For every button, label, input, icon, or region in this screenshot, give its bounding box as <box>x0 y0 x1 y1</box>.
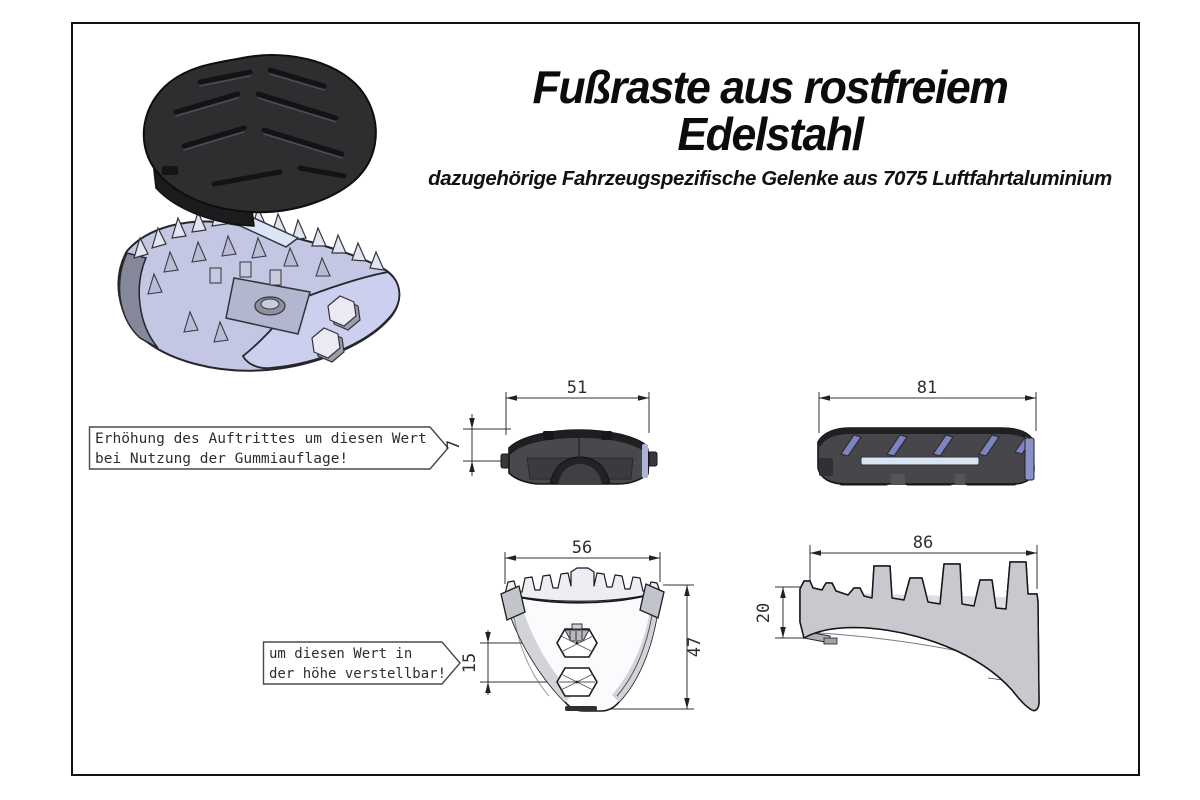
dim-7 <box>463 414 511 476</box>
callout2-line2: der höhe verstellbar! <box>269 666 446 682</box>
rubber-pad-3d <box>142 54 377 227</box>
dim-15-value: 15 <box>460 653 480 673</box>
peg-foot-bar <box>565 706 597 711</box>
exploded-3d-view <box>117 54 401 372</box>
callout1-line1: Erhöhung des Auftrittes um diesen Wert <box>95 431 427 447</box>
dim-56-value: 56 <box>572 538 592 558</box>
upper-hex-hole <box>556 623 598 658</box>
title-block: Fußraste aus rostfreiem Edelstahl dazuge… <box>420 64 1120 191</box>
peg-side-drawing <box>799 561 1040 712</box>
peg-front-view: 56 47 15 <box>460 538 705 712</box>
pad-side-drawing <box>500 429 658 485</box>
callout-rubber-pad: Erhöhung des Auftrittes um diesen Wert b… <box>88 426 449 470</box>
peg-corner-block-left <box>500 585 526 621</box>
pad-lavender-edge <box>642 444 648 478</box>
peg-spikes-inner <box>147 234 331 343</box>
metal-peg-3d <box>117 202 401 372</box>
page-title-line1: Fußraste aus rostfreiem <box>532 61 1009 113</box>
lower-hex-hole <box>556 667 598 697</box>
pad-long-drawing <box>817 427 1035 486</box>
peg-posts <box>209 261 282 286</box>
page-title-line2: Edelstahl <box>677 107 864 160</box>
pad-blue-bar <box>860 456 980 466</box>
dim-47-value: 47 <box>685 637 705 657</box>
dim-20-value: 20 <box>754 603 774 623</box>
dim-86 <box>809 545 1038 589</box>
dim-47 <box>605 584 694 710</box>
dim-86-value: 86 <box>913 533 933 553</box>
callout-height-adjust: um diesen Wert in der höhe verstellbar! <box>262 641 461 685</box>
peg-side-view: 86 20 <box>754 533 1040 712</box>
dim-56 <box>504 552 661 584</box>
callout1-line2: bei Nutzung der Gummiauflage! <box>95 451 348 467</box>
pad-clip <box>162 166 178 175</box>
dim-7-value: 7 <box>444 440 464 450</box>
pad-purple-stripes <box>840 434 1033 457</box>
pad-lavender-endcap <box>1024 437 1035 481</box>
rubber-pad-side-view: 51 7 <box>444 378 658 485</box>
rubber-pad-long-view: 81 <box>817 378 1037 486</box>
pad-tread-grooves <box>173 67 347 187</box>
peg-teeth-row <box>504 567 661 602</box>
callout2-line1: um diesen Wert in <box>269 646 412 662</box>
peg-front-drawing <box>500 567 665 712</box>
peg-corner-block-right <box>639 583 665 619</box>
dim-51-value: 51 <box>567 378 587 398</box>
page-subtitle: dazugehörige Fahrzeugspezifische Gelenke… <box>428 166 1112 190</box>
dim-81 <box>818 392 1037 433</box>
dim-81-value: 81 <box>917 378 937 398</box>
dim-51 <box>505 392 650 435</box>
